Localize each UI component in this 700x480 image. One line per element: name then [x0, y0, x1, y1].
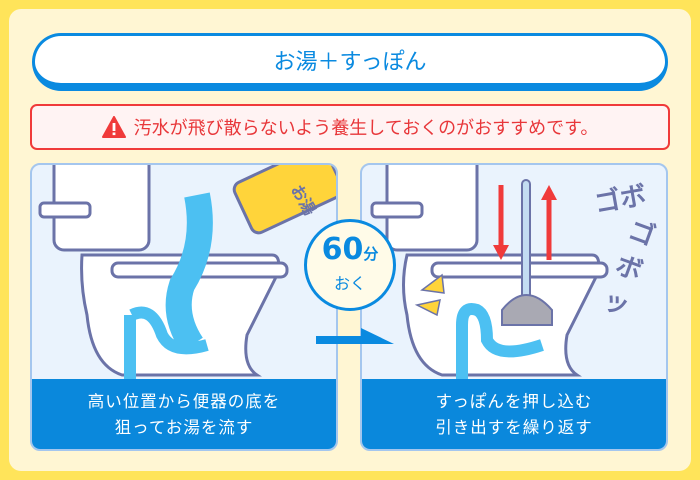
wait-number: 60 — [321, 232, 364, 267]
warning-text: 汚水が飛び散らないよう養生しておくのがおすすめです。 — [133, 118, 599, 139]
wait-unit: 分 — [363, 245, 379, 263]
caption-line: 狙ってお湯を流す — [114, 418, 254, 437]
toilet-pour-illustration: お湯 — [32, 165, 336, 385]
step1-caption: 高い位置から便器の底を 狙ってお湯を流す — [32, 379, 336, 449]
step1-panel: お湯 高い位置から便器の底を 狙ってお湯を流す — [30, 163, 338, 451]
warning-triangle-icon — [101, 116, 126, 138]
arrow-right-icon — [316, 328, 394, 344]
step2-caption: すっぽんを押し込む 引き出すを繰り返す — [362, 379, 666, 449]
warning-banner: 汚水が飛び散らないよう養生しておくのがおすすめです。 — [30, 104, 670, 150]
step2-panel: ゴボ ゴボッ すっぽんを押し込む 引き出すを繰り返す — [360, 163, 668, 451]
caption-line: 高い位置から便器の底を — [87, 392, 281, 411]
wait-badge: 60分 おく — [304, 219, 396, 311]
page-title: お湯＋すっぽん — [32, 33, 668, 91]
caption-line: 引き出すを繰り返す — [435, 418, 593, 437]
wait-text: おく — [333, 274, 366, 293]
caption-line: すっぽんを押し込む — [435, 392, 593, 411]
